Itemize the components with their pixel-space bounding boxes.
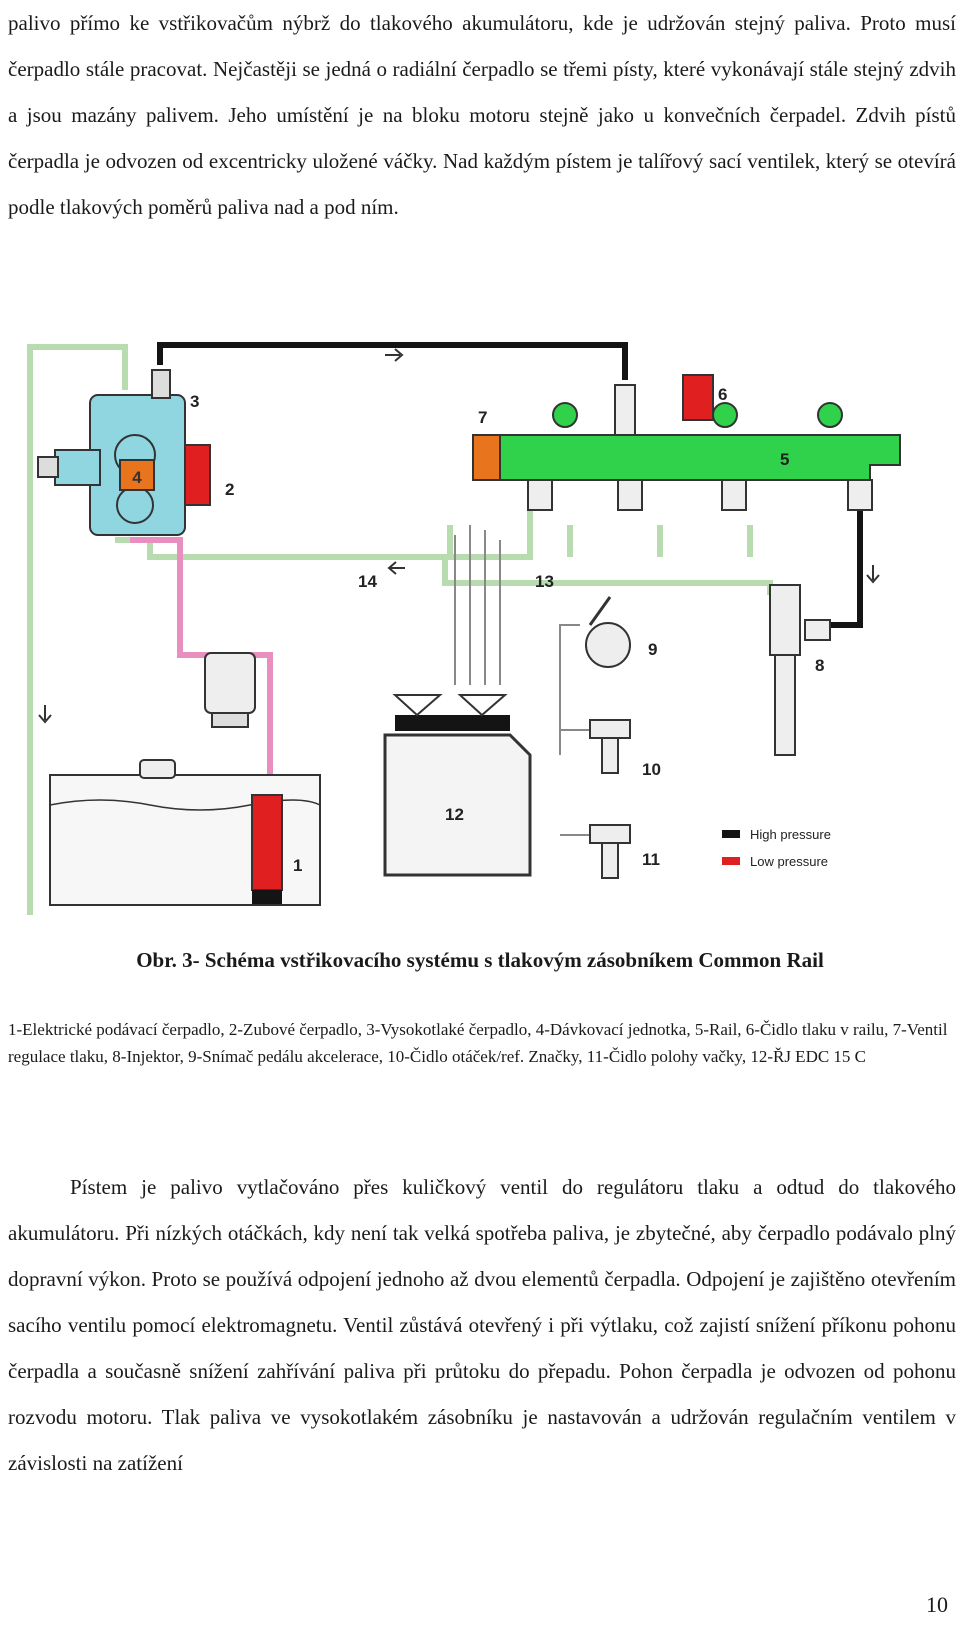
ecu — [383, 694, 532, 877]
svg-text:11: 11 — [642, 850, 660, 869]
pedal-sensor — [585, 596, 631, 668]
body-paragraph: Pístem je palivo vytlačováno přes kuličk… — [8, 1175, 956, 1475]
rail: 5 — [499, 402, 901, 481]
svg-text:1: 1 — [293, 856, 302, 875]
svg-text:6: 6 — [718, 385, 727, 404]
feed-line — [130, 537, 273, 795]
svg-text:10: 10 — [642, 760, 661, 779]
svg-text:8: 8 — [815, 656, 824, 675]
figure-legend: 1-Elektrické podávací čerpadlo, 2-Zubové… — [8, 1020, 948, 1066]
fuel-filter — [204, 652, 256, 728]
svg-text:2: 2 — [225, 480, 234, 499]
high-pressure-pump: 4 — [37, 369, 211, 536]
fuel-tank — [49, 759, 321, 906]
injector — [769, 584, 831, 756]
page-number: 10 — [926, 1592, 948, 1617]
legend-high-pressure: High pressure — [750, 827, 831, 842]
svg-text:5: 5 — [780, 450, 789, 469]
svg-text:7: 7 — [478, 408, 487, 427]
svg-text:12: 12 — [445, 805, 464, 824]
svg-text:4: 4 — [132, 468, 142, 487]
figure-caption: Obr. 3- Schéma vstřikovacího systému s t… — [136, 948, 824, 972]
common-rail-diagram: 4 3 2 7 5 6 8 — [0, 335, 960, 915]
diagram-legend: High pressure Low pressure — [722, 827, 831, 869]
svg-text:13: 13 — [535, 572, 554, 591]
high-pressure-lines — [157, 342, 863, 628]
pressure-valve — [472, 434, 504, 481]
rail-pressure-sensor — [682, 374, 714, 421]
intro-paragraph: palivo přímo ke vstřikovačům nýbrž do tl… — [8, 11, 956, 219]
svg-text:14: 14 — [358, 572, 377, 591]
svg-text:9: 9 — [648, 640, 657, 659]
svg-text:3: 3 — [190, 392, 199, 411]
legend-low-pressure: Low pressure — [750, 854, 828, 869]
